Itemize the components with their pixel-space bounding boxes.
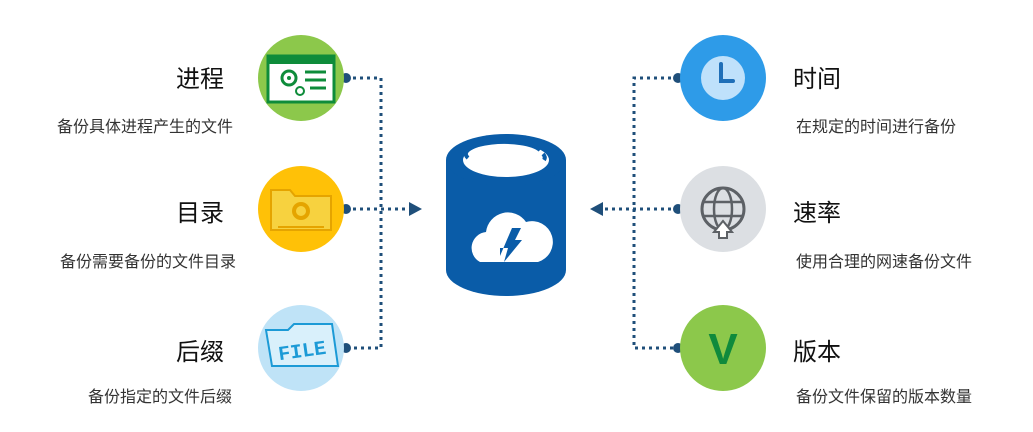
feature-title-rate: 速率	[793, 199, 841, 227]
left-arrowhead	[409, 202, 422, 216]
feature-desc-time: 在规定的时间进行备份	[796, 117, 957, 136]
feature-title-directory: 目录	[176, 199, 224, 227]
version-letter: V	[708, 325, 738, 374]
clock-hands	[719, 62, 735, 83]
process-gear-hub	[287, 76, 291, 80]
left-bracket-line	[346, 76, 383, 350]
feature-desc-version: 备份文件保留的版本数量	[796, 387, 973, 406]
right-bracket-line	[632, 76, 678, 350]
left-connectors	[341, 73, 422, 353]
version-icon-circle	[680, 305, 766, 391]
clock-icon	[680, 35, 766, 121]
process-window-titlebar	[268, 56, 334, 64]
cloud-database-icon	[446, 134, 566, 296]
feature-title-version: 版本	[793, 338, 841, 366]
feature-desc-rate: 使用合理的网速备份文件	[796, 252, 973, 271]
right-arrowhead	[590, 202, 603, 216]
database-top-inner	[463, 143, 549, 177]
feature-title-time: 时间	[793, 65, 841, 93]
feature-desc-process: 备份具体进程产生的文件	[56, 117, 233, 136]
right-connectors	[590, 73, 683, 353]
feature-title-suffix: 后缀	[176, 338, 224, 366]
feature-title-process: 进程	[176, 65, 224, 93]
process-gear-small	[295, 86, 305, 96]
process-window-icon	[258, 35, 344, 121]
feature-desc-suffix: 备份指定的文件后缀	[87, 387, 232, 406]
file-folder-icon: FILE	[258, 305, 344, 391]
folder-icon	[258, 166, 344, 252]
upload-arrow	[711, 219, 735, 239]
cloud-lightning-mark	[500, 228, 522, 262]
globe-upload-icon	[680, 166, 766, 252]
database-top-arc-tick	[541, 152, 547, 162]
feature-desc-directory: 备份需要备份的文件目录	[59, 252, 236, 271]
globe-icon-circle	[680, 166, 766, 252]
process-gear-large	[280, 69, 298, 87]
folder-badge-star	[296, 206, 306, 216]
database-top-arc	[463, 139, 542, 160]
version-v-icon: V	[680, 305, 766, 391]
file-folder-shape	[264, 323, 340, 367]
